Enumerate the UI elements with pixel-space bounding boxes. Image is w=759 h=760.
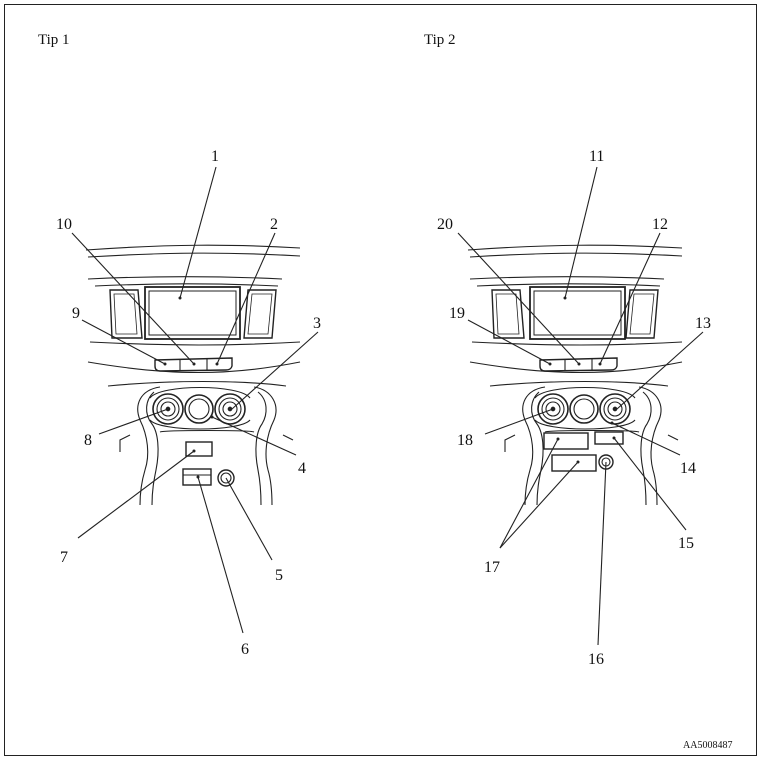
callout-15: 15 (678, 535, 694, 552)
callout-1: 1 (211, 148, 219, 165)
display-screen (529, 286, 626, 340)
callout-19: 19 (449, 305, 465, 322)
switch-15 (594, 431, 624, 445)
dial-right (214, 393, 246, 425)
callout-13: 13 (695, 315, 711, 332)
callout-11: 11 (589, 148, 604, 165)
side-vent-right (625, 289, 659, 339)
callout-17: 17 (484, 559, 500, 576)
callout-6: 6 (241, 641, 249, 658)
dial-left (152, 393, 184, 425)
title-tip-2: Tip 2 (424, 32, 456, 48)
callout-2: 2 (270, 216, 278, 233)
compartment-lower (551, 454, 597, 472)
dashboard-tip-2 (457, 166, 704, 646)
button-bar (154, 357, 233, 372)
dial-center (569, 394, 599, 424)
callout-3: 3 (313, 315, 321, 332)
side-vent-right (243, 289, 277, 339)
button-bar (539, 357, 618, 372)
callout-18: 18 (457, 432, 473, 449)
callout-16: 16 (588, 651, 604, 668)
title-tip-1: Tip 1 (38, 32, 70, 48)
side-vent-left (109, 289, 143, 339)
socket-6 (182, 468, 212, 486)
callout-7: 7 (60, 549, 68, 566)
round-socket-5 (217, 469, 235, 487)
callout-8: 8 (84, 432, 92, 449)
callout-9: 9 (72, 305, 80, 322)
dial-right (599, 393, 631, 425)
callout-20: 20 (437, 216, 453, 233)
figure-code: AA5008487 (683, 740, 733, 751)
dial-left (537, 393, 569, 425)
display-screen (144, 286, 241, 340)
callout-10: 10 (56, 216, 72, 233)
switch-7 (185, 441, 213, 457)
dial-center (184, 394, 214, 424)
dashboard-tip-1 (71, 166, 319, 634)
callout-5: 5 (275, 567, 283, 584)
compartment-upper (543, 432, 589, 450)
callout-14: 14 (680, 460, 696, 477)
callout-4: 4 (298, 460, 306, 477)
figure-frame (4, 4, 757, 756)
callout-12: 12 (652, 216, 668, 233)
